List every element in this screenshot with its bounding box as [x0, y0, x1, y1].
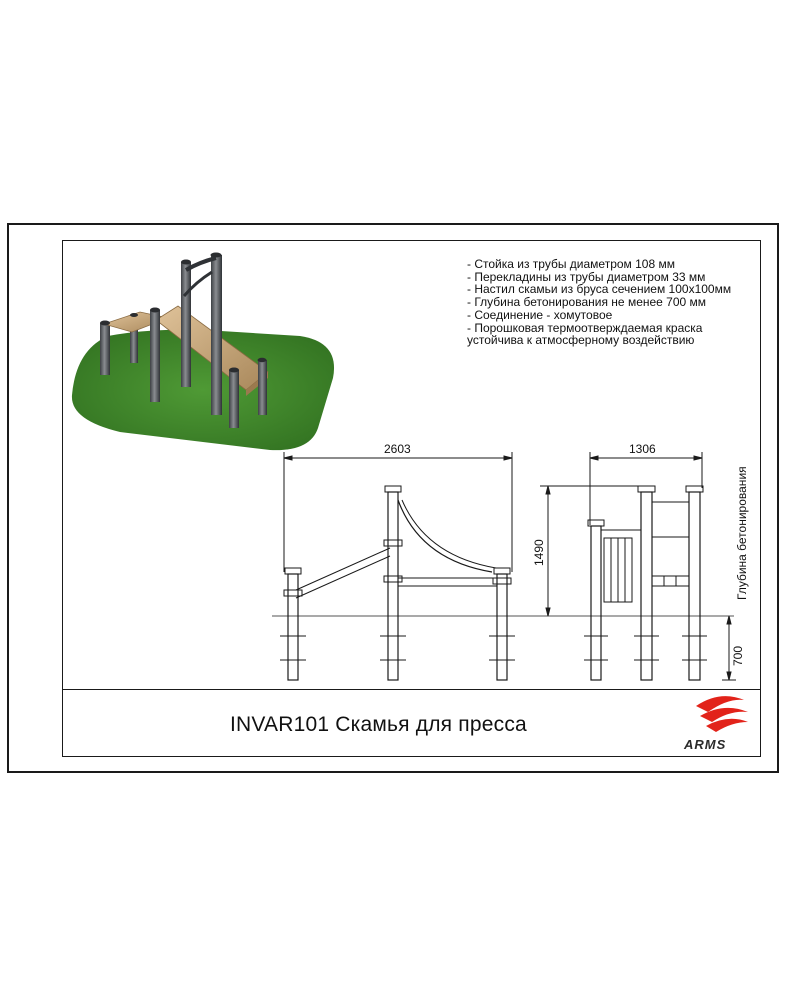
- spec-item: устойчива к атмосферному воздействию: [467, 333, 695, 348]
- pole: [100, 323, 110, 375]
- spec-item: - Порошковая термоотверждаемая краска: [467, 320, 703, 335]
- front-width-label: 2603: [384, 442, 411, 456]
- pole: [181, 262, 191, 387]
- pole: [130, 315, 138, 363]
- concrete-depth-label: Глубина бетонирования: [735, 466, 749, 600]
- spec-item: - Глубина бетонирования не менее 700 мм: [467, 295, 707, 310]
- spec-item: - Стойка из трубы диаметром 108 мм: [467, 257, 675, 271]
- spec-item: - Настил скамьи из бруса сечением 100х10…: [467, 282, 732, 297]
- pole: [258, 360, 267, 415]
- equipment-render: [71, 252, 335, 451]
- depth-dimension: [722, 615, 736, 681]
- pole: [229, 370, 239, 428]
- logo-text: ARMS: [683, 737, 726, 752]
- height-label: 1490: [532, 539, 546, 566]
- title-block-divider: [62, 689, 761, 690]
- side-elevation: [584, 452, 707, 681]
- side-width-label: 1306: [629, 442, 656, 456]
- front-elevation: [272, 452, 734, 681]
- pole: [150, 310, 160, 402]
- spec-item: - Соединение - хомутовое: [467, 307, 613, 322]
- drawing-sheet: [7, 223, 779, 773]
- arms-logo: ARMS: [683, 696, 748, 752]
- spec-item: - Перекладины из трубы диаметром 33 мм: [467, 269, 706, 284]
- spec-list: - Стойка из трубы диаметром 108 мм - Пер…: [467, 258, 731, 347]
- pole: [211, 255, 222, 415]
- drawing-frame: [62, 240, 761, 757]
- depth-label: 700: [731, 646, 745, 666]
- product-title: INVAR101 Скамья для пресса: [230, 713, 527, 736]
